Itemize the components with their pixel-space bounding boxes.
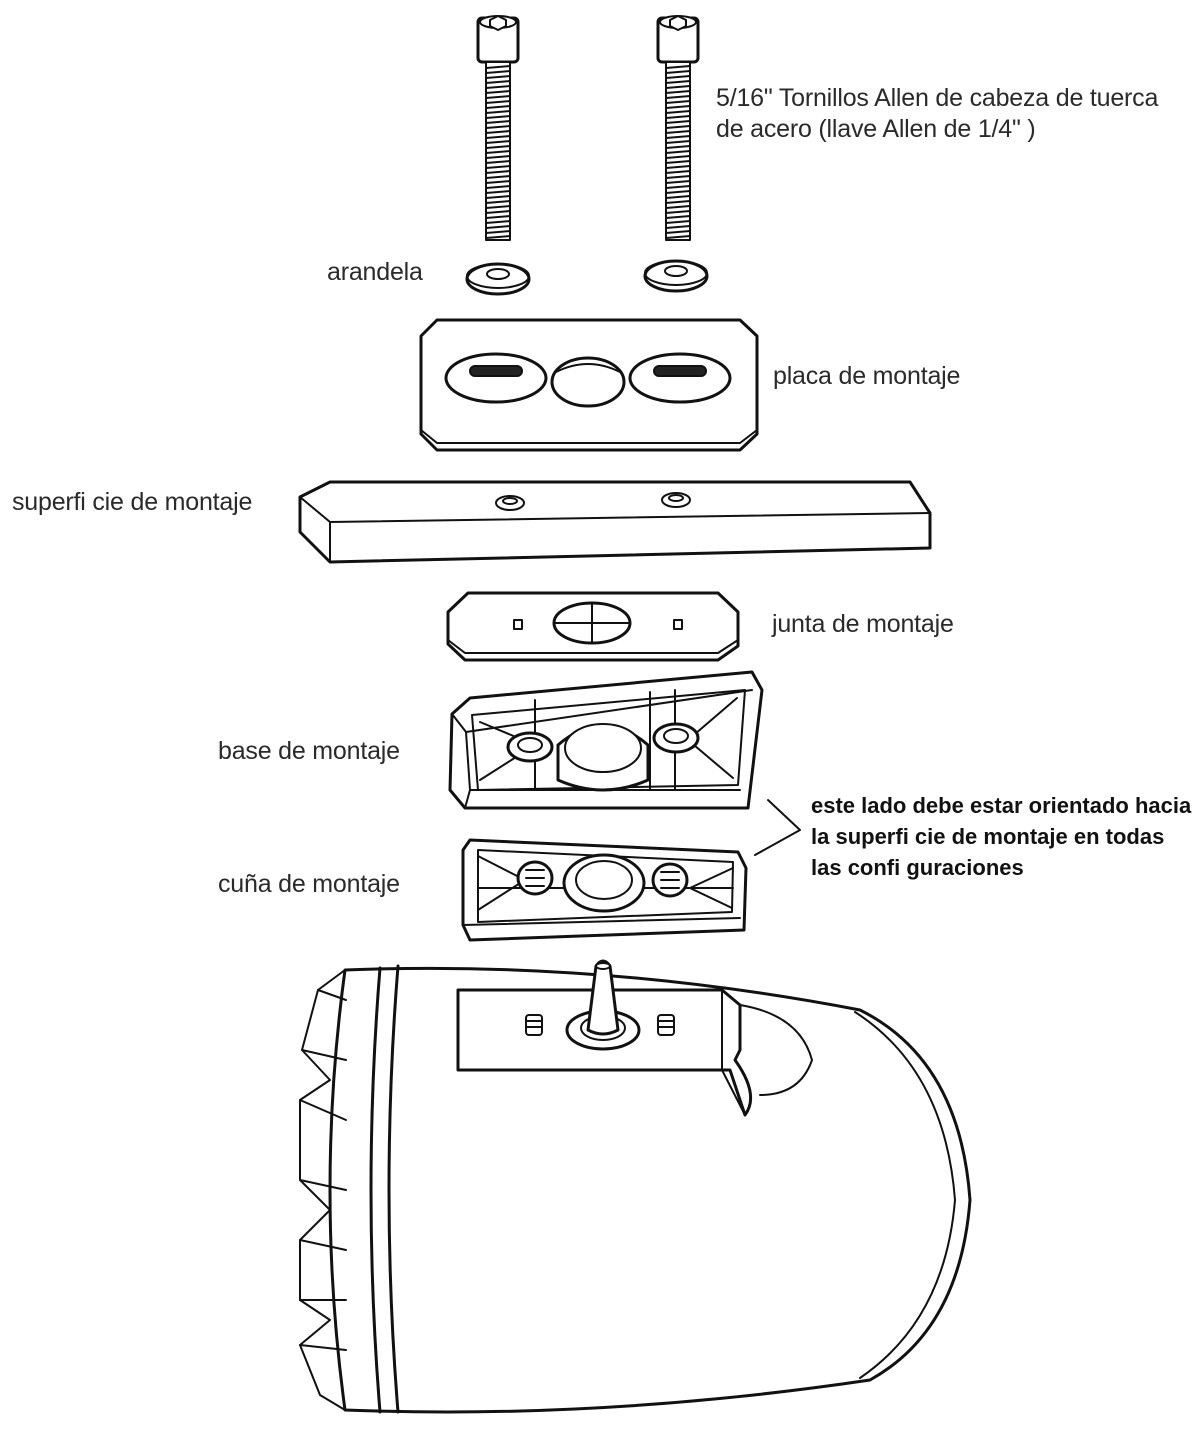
mounting-surface — [298, 480, 932, 564]
mounting-plate-label: placa de montaje — [773, 362, 961, 390]
thread-line — [665, 155, 691, 159]
thread-line — [665, 105, 691, 109]
thread-line — [665, 145, 691, 149]
thread-line — [485, 95, 511, 99]
thread-line — [485, 160, 511, 164]
thread-line — [485, 85, 511, 89]
thread-line — [665, 180, 691, 184]
thread-line — [485, 110, 511, 114]
thread-line — [665, 225, 691, 229]
thread-line — [485, 120, 511, 124]
thread-line — [665, 215, 691, 219]
thread-line — [485, 170, 511, 174]
thread-line — [485, 155, 511, 159]
thread-line — [485, 130, 511, 134]
screws-label: 5/16" Tornillos Allen de cabeza de tuerc… — [716, 84, 1159, 143]
thread-line — [665, 170, 691, 174]
mounting-gasket-label: junta de montaje — [772, 610, 954, 638]
mounting-wedge — [461, 838, 748, 942]
thread-line — [485, 220, 511, 224]
mounting-wedge-label: cuña de montaje — [218, 870, 400, 898]
thread-line — [665, 190, 691, 194]
thread-line — [485, 65, 511, 69]
thread-line — [665, 115, 691, 119]
mounting-base-label: base de montaje — [218, 737, 400, 765]
mounting-base — [448, 670, 764, 810]
thread-line — [485, 230, 511, 234]
thread-line — [485, 150, 511, 154]
thread-line — [485, 190, 511, 194]
thread-line — [665, 90, 691, 94]
thread-line — [665, 200, 691, 204]
thread-line — [485, 115, 511, 119]
thread-line — [665, 160, 691, 164]
thread-line — [665, 235, 691, 239]
thread-line — [665, 175, 691, 179]
thread-line — [665, 110, 691, 114]
thread-line — [485, 80, 511, 84]
thread-line — [485, 180, 511, 184]
thread-line — [485, 90, 511, 94]
thread-line — [485, 185, 511, 189]
thread-line — [485, 140, 511, 144]
thread-line — [665, 65, 691, 69]
thread-line — [665, 70, 691, 74]
thread-line — [485, 215, 511, 219]
thread-line — [485, 105, 511, 109]
thread-line — [665, 75, 691, 79]
thread-line — [665, 185, 691, 189]
thread-line — [665, 80, 691, 84]
thread-line — [665, 205, 691, 209]
thread-line — [485, 165, 511, 169]
thread-line — [665, 125, 691, 129]
thread-line — [485, 225, 511, 229]
washer-label: arandela — [327, 258, 423, 286]
thread-line — [485, 200, 511, 204]
washer-right — [643, 259, 709, 293]
thread-line — [665, 95, 691, 99]
thread-line — [665, 135, 691, 139]
thread-line — [485, 205, 511, 209]
mounting-plate — [419, 318, 759, 452]
thread-line — [665, 165, 691, 169]
allen-bolt-right — [656, 15, 700, 241]
thread-line — [665, 85, 691, 89]
thread-line — [665, 100, 691, 104]
thread-line — [485, 210, 511, 214]
thread-line — [485, 135, 511, 139]
thread-line — [665, 140, 691, 144]
thread-line — [665, 130, 691, 134]
mounting-surface-label: superfi cie de montaje — [12, 488, 253, 516]
thread-line — [485, 70, 511, 74]
washer-left — [465, 262, 531, 296]
thread-line — [485, 125, 511, 129]
thread-line — [665, 220, 691, 224]
speaker-pod — [299, 959, 972, 1414]
orientation-note: este lado debe estar orientado hacia la … — [811, 793, 1192, 880]
note-pointer — [754, 799, 801, 856]
thread-line — [485, 75, 511, 79]
thread-line — [665, 120, 691, 124]
mounting-gasket — [446, 591, 740, 662]
thread-line — [485, 145, 511, 149]
thread-line — [665, 150, 691, 154]
thread-line — [485, 235, 511, 239]
thread-line — [665, 210, 691, 214]
thread-line — [665, 195, 691, 199]
thread-line — [485, 175, 511, 179]
thread-line — [485, 100, 511, 104]
allen-bolt-left — [476, 15, 520, 241]
thread-line — [665, 230, 691, 234]
thread-line — [485, 195, 511, 199]
